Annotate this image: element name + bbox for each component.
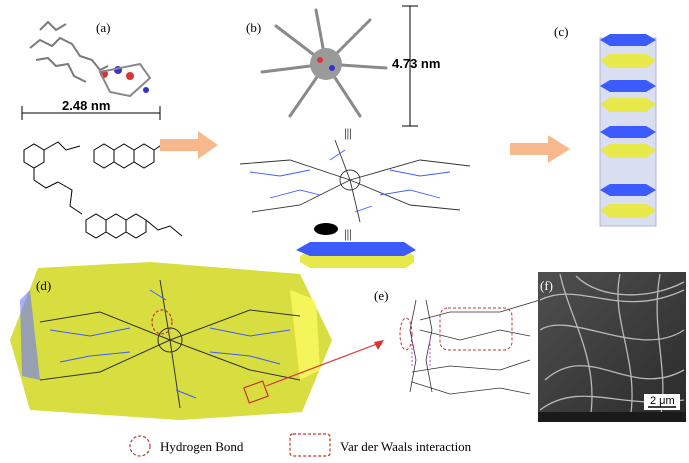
dimension-text-b: 4.73 nm: [392, 56, 440, 71]
arrow-a-to-b: [160, 131, 218, 159]
scale-bar-text: 2 μm: [650, 395, 675, 407]
panel-a-label: (a): [96, 20, 110, 35]
dimension-line-a: [21, 106, 161, 120]
panel-f: (f) 2 μm: [538, 272, 686, 422]
hexagonal-slab-b: [296, 242, 416, 268]
dimension-line-b: [402, 5, 418, 127]
hexamer-structure-d: [39, 279, 301, 409]
hbond-dashes-e: [411, 340, 431, 366]
scale-bar-box: [644, 394, 680, 410]
legend: Hydrogen Bond Var der Waals interaction: [129, 433, 472, 457]
legend-hbond-symbol: [129, 435, 151, 457]
equivalence-mark-bottom: |||: [344, 226, 352, 241]
aggregate-3d-model-b: [260, 8, 388, 118]
hexamer-structure-b: [239, 139, 471, 223]
sheet-edge-blue-left: [20, 290, 40, 380]
panel-b: (b) 4.73 nm |||: [239, 5, 471, 268]
panel-f-label: (f): [540, 278, 553, 293]
legend-hbond-text: Hydrogen Bond: [160, 439, 244, 454]
panel-b-label: (b): [246, 20, 261, 35]
hexagon-sheet-d: [10, 262, 332, 420]
dimension-text-a: 2.48 nm: [62, 98, 110, 113]
panel-e: (e): [374, 288, 541, 395]
panel-e-label: (e): [374, 288, 388, 303]
arrow-d-to-e: [265, 340, 384, 387]
hexagon-layer-3: [600, 126, 656, 158]
panel-d-label: (d): [36, 278, 51, 293]
panel-d: (d): [10, 262, 332, 420]
stacked-structure-e: [409, 299, 541, 395]
equivalence-mark-top: |||: [344, 125, 352, 140]
molecule-3d-model-a: [29, 20, 152, 98]
sheet-edge-yellow-right: [290, 290, 320, 380]
hbond-highlight-e: [399, 317, 413, 351]
legend-vdw-text: Var der Waals interaction: [340, 439, 472, 454]
vdw-highlight-e: [439, 307, 513, 351]
hbond-highlight-d: [151, 309, 173, 335]
chemical-structure-a: [23, 141, 191, 239]
sem-info-bar: [538, 412, 686, 422]
panel-c: (c): [554, 24, 657, 227]
panel-a: (a) 2.48 nm: [21, 20, 191, 239]
hexagon-layer-1: [600, 34, 656, 68]
arrow-b-to-c: [510, 135, 570, 163]
aggregate-blob: [314, 223, 338, 235]
vdw-highlight-d: [243, 380, 269, 404]
legend-vdw-symbol: [289, 433, 331, 457]
hexagon-layer-4: [600, 184, 656, 218]
panel-c-label: (c): [554, 24, 568, 39]
hexagon-layer-2: [600, 80, 656, 112]
sem-fibers: [539, 273, 685, 421]
